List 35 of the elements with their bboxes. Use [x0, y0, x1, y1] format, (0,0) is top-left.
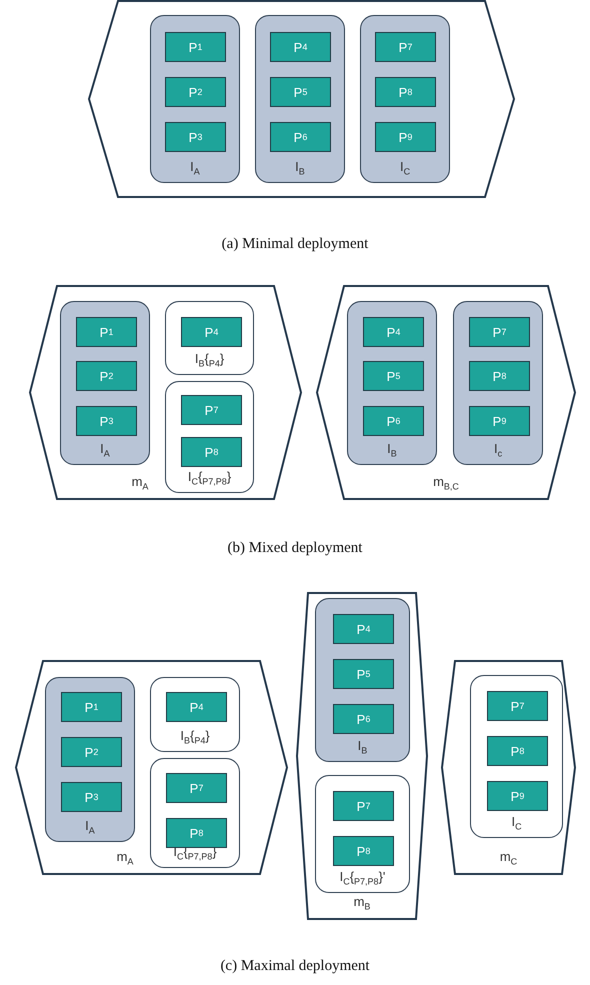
instance-container [360, 15, 450, 183]
instance-container [165, 301, 254, 375]
subfigure-caption: (c) Maximal deployment [220, 958, 370, 975]
instance-label: I$_{C}${$_{P7,P8}$}' [340, 870, 386, 889]
machine-label: m$_{C}$ [500, 850, 518, 869]
instance-label: I$_{C}${$_{P7,P8}$} [188, 470, 232, 489]
instance-container [315, 598, 410, 762]
machine-label: m$_{B,C}$ [433, 475, 459, 494]
instance-label: I$_{B}$ [358, 739, 368, 758]
instance-label: I$_{c}$ [494, 442, 502, 461]
instance-label: I$_{C}$ [511, 815, 522, 834]
instance-container [150, 758, 240, 868]
instance-label: I$_{A}$ [100, 442, 110, 461]
instance-label: I$_{C}$ [400, 160, 410, 179]
instance-container [165, 381, 254, 493]
machine-label: m$_{B}$ [354, 895, 370, 914]
instance-container [60, 301, 150, 465]
machine-label: m$_{A}$ [132, 475, 148, 494]
instance-label: I$_{A}$ [190, 160, 200, 179]
instance-container [150, 15, 240, 183]
instance-label: I$_{A}$ [85, 819, 95, 838]
instance-container [150, 677, 240, 752]
instance-container [453, 301, 543, 465]
machine-label: m$_{A}$ [116, 850, 134, 869]
subfigure-caption: (b) Mixed deployment [228, 540, 362, 557]
instance-label: I$_{B}$ [387, 442, 397, 461]
instance-container [347, 301, 437, 465]
instance-label: I$_{B}$ [295, 160, 305, 179]
instance-container [45, 677, 135, 842]
instance-container [470, 675, 563, 838]
instance-container [315, 775, 410, 893]
instance-container [255, 15, 345, 183]
subfigure-caption: (a) Minimal deployment [222, 236, 368, 253]
instance-label: I$_{B}${$_{P4}$} [194, 352, 224, 371]
instance-label: I$_{B}${$_{P4}$} [180, 729, 210, 748]
